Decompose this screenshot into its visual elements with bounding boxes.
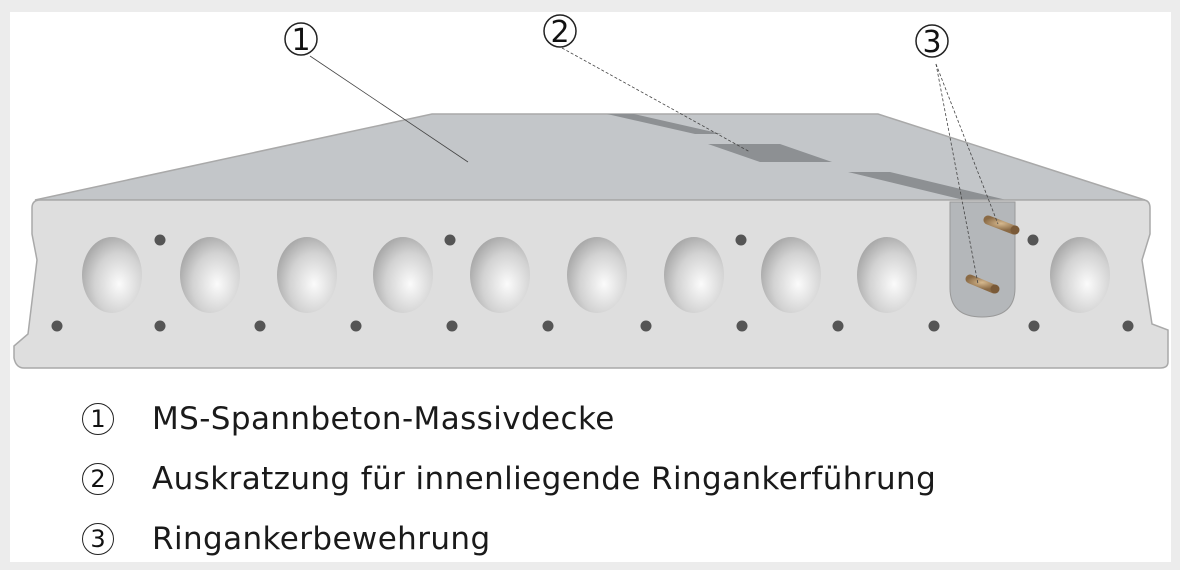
- strand-dot-bottom-10: [928, 320, 940, 332]
- legend-text-3: Ringankerbewehrung: [152, 521, 491, 557]
- hollow-core-3: [277, 237, 337, 313]
- strand-dot-bottom-5: [446, 320, 458, 332]
- legend-badge-1: 1: [82, 403, 114, 435]
- strand-dot-top-2: [444, 234, 456, 246]
- leader-line-3b: [935, 63, 979, 285]
- hollow-core-9: [857, 237, 917, 313]
- callout-3: 3: [915, 24, 949, 60]
- hollow-core-7: [664, 237, 724, 313]
- recess-groove-2: [708, 144, 832, 162]
- strand-dot-bottom-8: [736, 320, 748, 332]
- callout-3-number: 3: [922, 25, 941, 60]
- leader-line-3a: [935, 63, 999, 225]
- callout-2-number: 2: [550, 15, 569, 50]
- strand-dot-top-4: [1027, 234, 1039, 246]
- rebar-upper: [983, 215, 1020, 235]
- leader-line-1: [309, 55, 469, 163]
- legend-text-2: Auskratzung für innenliegende Ringankerf…: [152, 461, 937, 497]
- hollow-core-6: [567, 237, 627, 313]
- strand-dot-bottom-11: [1028, 320, 1040, 332]
- strand-dot-bottom-7: [640, 320, 652, 332]
- slab-top-surface: [34, 113, 1146, 201]
- legend-item-1: 1 MS-Spannbeton-Massivdecke: [82, 394, 615, 444]
- strand-dot-bottom-1: [51, 320, 63, 332]
- legend-item-2: 2 Auskratzung für innenliegende Ringanke…: [82, 454, 936, 504]
- hollow-core-2: [180, 237, 240, 313]
- legend-item-3: 3 Ringankerbewehrung: [82, 514, 491, 564]
- strand-dot-top-1: [154, 234, 166, 246]
- strand-dot-top-3: [735, 234, 747, 246]
- hollow-core-1: [82, 237, 142, 313]
- slab-illustration: 1 2 3: [13, 14, 1169, 369]
- strand-dot-bottom-6: [542, 320, 554, 332]
- legend-badge-2: 2: [82, 463, 114, 495]
- strand-dot-bottom-3: [254, 320, 266, 332]
- strand-dot-bottom-12: [1122, 320, 1134, 332]
- hollow-cores: [82, 237, 1110, 313]
- strand-dot-bottom-4: [350, 320, 362, 332]
- hollow-core-5: [470, 237, 530, 313]
- rebar-lower: [965, 274, 1000, 294]
- diagram-canvas: 1 2 3 1 MS-Spannbeton-Massivdecke 2 Ausk…: [10, 12, 1171, 562]
- strand-dot-bottom-9: [832, 320, 844, 332]
- callout-1: 1: [284, 22, 318, 58]
- hollow-core-4: [373, 237, 433, 313]
- prestressing-strands: [51, 234, 1134, 332]
- callout-1-number: 1: [291, 23, 310, 58]
- legend-badge-3: 3: [82, 523, 114, 555]
- ring-anchor-recess: [949, 201, 1016, 318]
- strand-dot-bottom-2: [154, 320, 166, 332]
- recess-groove-3: [848, 172, 1015, 202]
- legend-text-1: MS-Spannbeton-Massivdecke: [152, 401, 615, 437]
- leader-line-2: [561, 47, 751, 153]
- callout-2: 2: [543, 14, 577, 50]
- hollow-core-8: [761, 237, 821, 313]
- recess-groove-1: [607, 114, 722, 134]
- hollow-core-10: [1050, 237, 1110, 313]
